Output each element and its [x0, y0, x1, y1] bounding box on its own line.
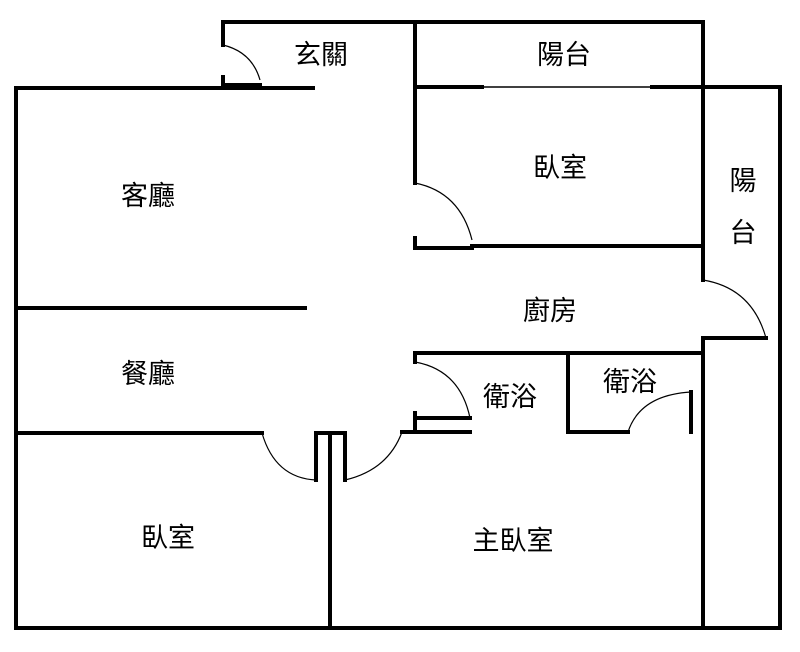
room-label-kitchen: 廚房 — [523, 296, 577, 327]
room-label-balcony-top: 陽台 — [537, 40, 591, 71]
room-label-living-room: 客廳 — [121, 181, 175, 212]
room-label-bedroom-lower: 臥室 — [141, 523, 195, 554]
door-swings — [222, 44, 767, 481]
room-label-entrance: 玄關 — [294, 40, 348, 71]
room-label-bedroom-upper: 臥室 — [533, 153, 587, 184]
room-label-dining-room: 餐廳 — [121, 359, 175, 390]
room-label-bathroom-1: 衛浴 — [483, 382, 537, 413]
room-labels: 玄關 陽台 臥室 客廳 陽 台 廚房 餐廳 衛浴 衛浴 臥室 主臥室 — [121, 40, 757, 557]
walls — [14, 20, 782, 630]
room-label-bathroom-2: 衛浴 — [603, 367, 657, 398]
room-label-balcony-side-1: 陽 — [730, 166, 757, 197]
room-label-master-bedroom: 主臥室 — [473, 526, 554, 557]
room-label-balcony-side-2: 台 — [730, 218, 757, 249]
